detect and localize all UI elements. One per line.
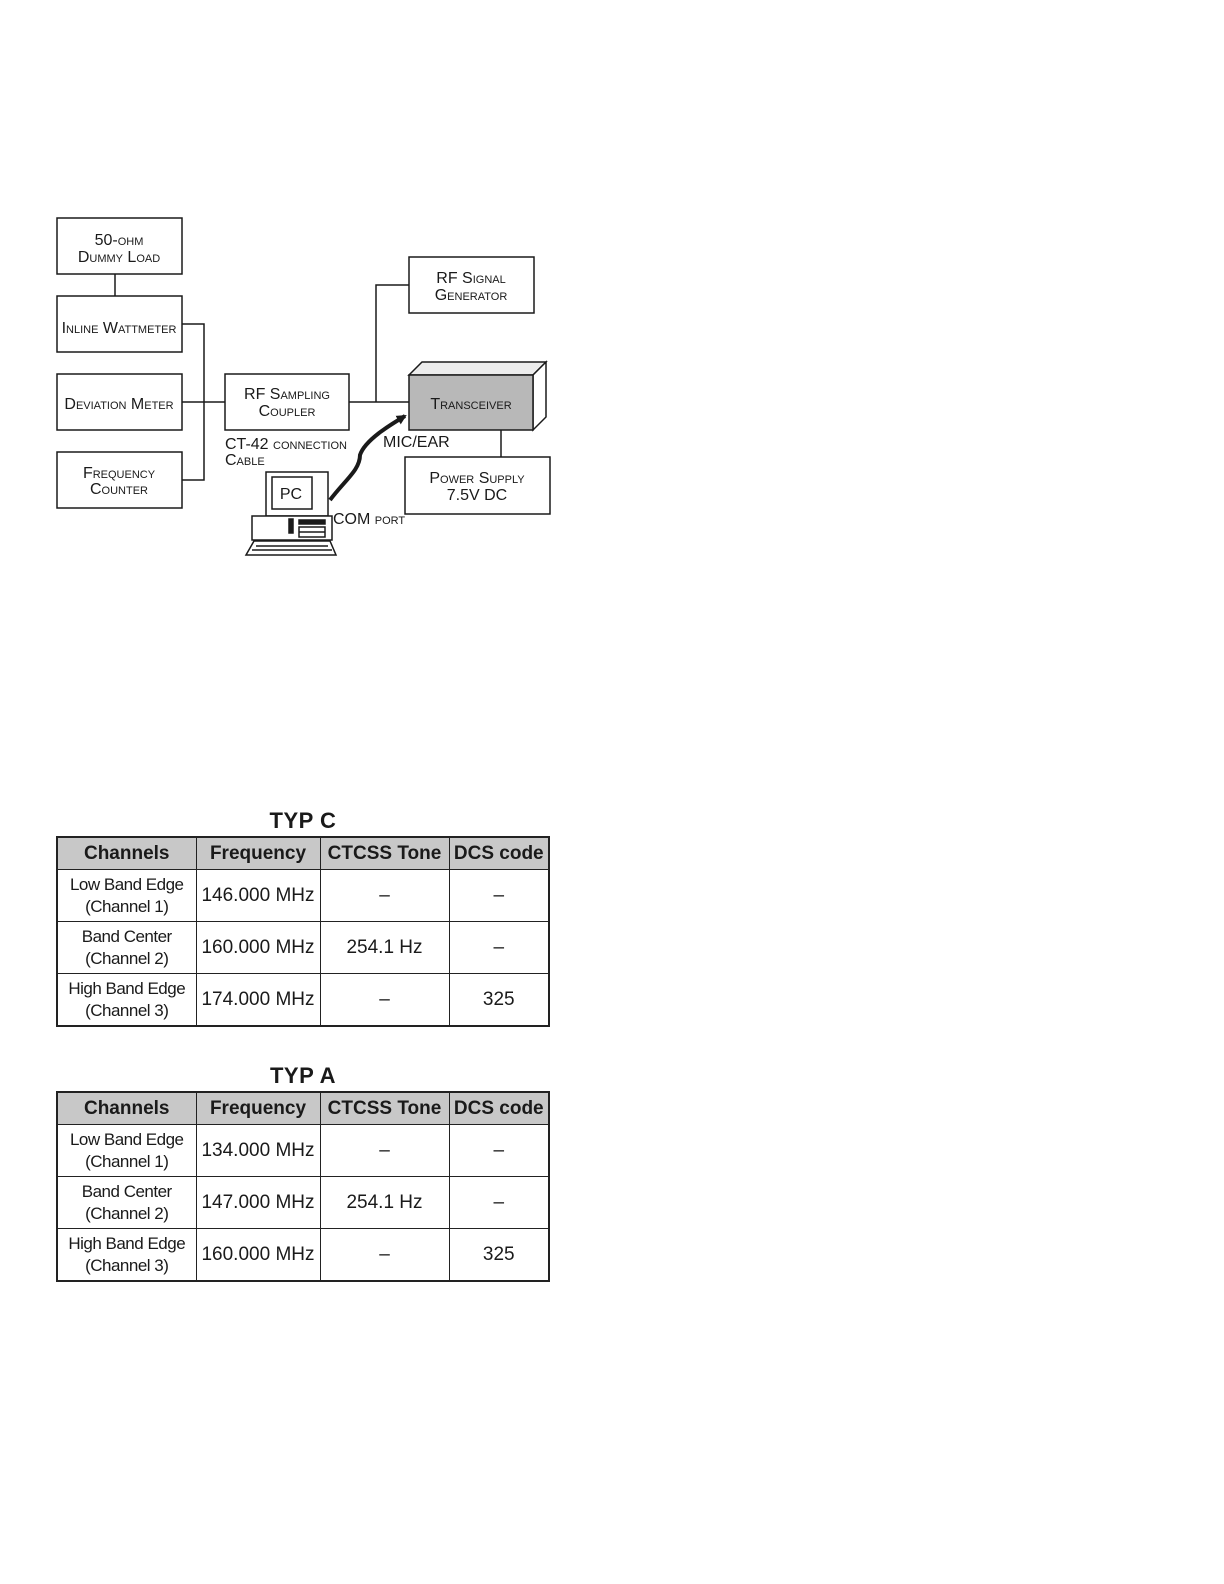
dummy-load-box: 50-ohm Dummy Load — [56, 217, 183, 275]
transceiver-box: Transceiver — [407, 360, 548, 432]
header-ctcss: CTCSS Tone — [319, 836, 450, 870]
table-row: Low Band Edge(Channel 1) 134.000 MHz – – — [56, 1124, 550, 1177]
frequency-cell: 134.000 MHz — [195, 1124, 321, 1177]
ctcss-cell: – — [319, 973, 450, 1027]
rf-sampling-coupler-box: RF Sampling Coupler — [224, 373, 350, 431]
frequency-counter-label-1: Frequency — [83, 465, 156, 482]
typ-c-table-block: TYP C Channels Frequency CTCSS Tone DCS … — [56, 806, 550, 1027]
dcs-cell: – — [448, 869, 550, 922]
header-frequency: Frequency — [195, 836, 321, 870]
power-supply-box: Power Supply 7.5V DC — [404, 456, 551, 515]
header-dcs: DCS code — [448, 836, 550, 870]
header-dcs: DCS code — [448, 1091, 550, 1125]
rf-sampling-coupler-label-1: RF Sampling — [244, 386, 330, 403]
channel-cell: Low Band Edge(Channel 1) — [56, 869, 197, 922]
inline-wattmeter-box: Inline Wattmeter — [56, 295, 183, 353]
channel-cell: High Band Edge(Channel 3) — [56, 1228, 197, 1282]
connection-lines — [114, 274, 502, 481]
rf-sampling-coupler-label-2: Coupler — [259, 403, 316, 420]
dummy-load-label-2: Dummy Load — [78, 249, 160, 266]
cable-label-2: Cable — [225, 452, 265, 469]
ctcss-cell: 254.1 Hz — [319, 1176, 450, 1229]
typ-a-table: Channels Frequency CTCSS Tone DCS code L… — [56, 1091, 550, 1282]
dcs-cell: 325 — [448, 1228, 550, 1282]
frequency-cell: 174.000 MHz — [195, 973, 321, 1027]
table-row: Band Center(Channel 2) 147.000 MHz 254.1… — [56, 1176, 550, 1229]
ctcss-cell: 254.1 Hz — [319, 921, 450, 974]
pc-computer-icon — [244, 471, 338, 556]
frequency-cell: 146.000 MHz — [195, 869, 321, 922]
dcs-cell: – — [448, 921, 550, 974]
mic-ear-label: MIC/EAR — [383, 434, 450, 451]
table-row: Low Band Edge(Channel 1) 146.000 MHz – – — [56, 869, 550, 922]
rf-signal-generator-label-1: RF Signal — [436, 270, 505, 287]
typ-c-table: Channels Frequency CTCSS Tone DCS code L… — [56, 836, 550, 1027]
frequency-cell: 160.000 MHz — [195, 1228, 321, 1282]
ctcss-cell: – — [319, 1124, 450, 1177]
pc-label: PC — [280, 486, 302, 503]
power-supply-label-2: 7.5V DC — [447, 487, 507, 504]
rf-signal-generator-box: RF Signal Generator — [408, 256, 535, 314]
header-row: Channels Frequency CTCSS Tone DCS code — [56, 836, 550, 870]
mic-ear-cable — [328, 414, 407, 502]
table-row: Band Center(Channel 2) 160.000 MHz 254.1… — [56, 921, 550, 974]
header-row: Channels Frequency CTCSS Tone DCS code — [56, 1091, 550, 1125]
header-frequency: Frequency — [195, 1091, 321, 1125]
power-supply-label-1: Power Supply — [429, 470, 525, 487]
table-row: High Band Edge(Channel 3) 160.000 MHz – … — [56, 1228, 550, 1282]
ctcss-cell: – — [319, 869, 450, 922]
cable-label-1: CT-42 connection — [225, 436, 347, 453]
typ-c-title: TYP C — [269, 808, 337, 833]
dcs-cell: – — [448, 1176, 550, 1229]
header-channels: Channels — [56, 836, 197, 870]
rf-signal-generator-label-2: Generator — [435, 287, 508, 304]
deviation-meter-label: Deviation Meter — [64, 396, 173, 413]
channel-cell: High Band Edge(Channel 3) — [56, 973, 197, 1027]
transceiver-label: Transceiver — [430, 396, 511, 413]
dcs-cell: – — [448, 1124, 550, 1177]
table-row: High Band Edge(Channel 3) 174.000 MHz – … — [56, 973, 550, 1027]
frequency-counter-label-2: Counter — [90, 481, 148, 498]
channel-cell: Band Center(Channel 2) — [56, 921, 197, 974]
dcs-cell: 325 — [448, 973, 550, 1027]
com-port-label: COM port — [333, 511, 405, 528]
deviation-meter-box: Deviation Meter — [56, 373, 183, 431]
channel-cell: Band Center(Channel 2) — [56, 1176, 197, 1229]
ctcss-cell: – — [319, 1228, 450, 1282]
frequency-counter-box: Frequency Counter — [56, 451, 183, 509]
frequency-cell: 160.000 MHz — [195, 921, 321, 974]
header-channels: Channels — [56, 1091, 197, 1125]
test-setup-diagram: 50-ohm Dummy Load Inline Wattmeter Devia… — [56, 217, 551, 556]
frequency-cell: 147.000 MHz — [195, 1176, 321, 1229]
inline-wattmeter-label: Inline Wattmeter — [62, 320, 177, 337]
header-ctcss: CTCSS Tone — [319, 1091, 450, 1125]
dummy-load-label-1: 50-ohm — [95, 232, 144, 249]
typ-a-table-block: TYP A Channels Frequency CTCSS Tone DCS … — [56, 1061, 550, 1282]
typ-a-title: TYP A — [269, 1063, 337, 1088]
channel-cell: Low Band Edge(Channel 1) — [56, 1124, 197, 1177]
